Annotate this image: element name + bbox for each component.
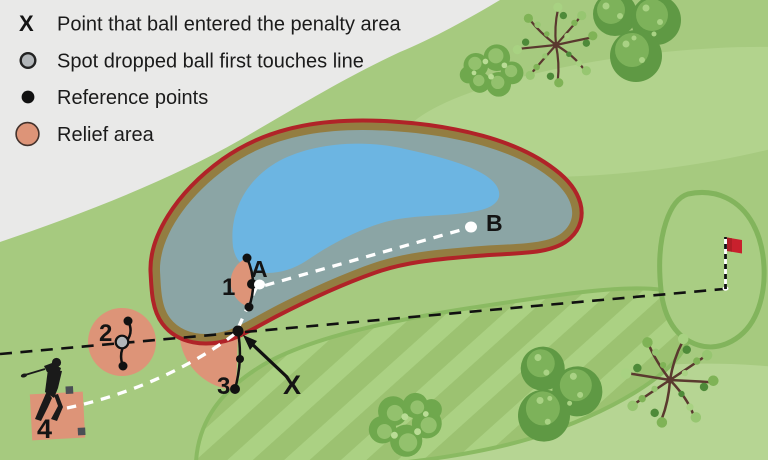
flagstick	[722, 237, 742, 291]
entry-point-x-dot	[232, 325, 244, 337]
tee-marker-icon	[65, 386, 74, 395]
tee-marker-icon	[77, 427, 86, 436]
penalty-area-pond	[160, 130, 572, 334]
ball-at-a-icon	[254, 279, 265, 290]
light-grass-band-top	[401, 46, 768, 178]
relief-area-3-shape	[180, 331, 238, 390]
relief-area-icon	[15, 121, 40, 147]
putting-green	[657, 190, 767, 350]
legend-label-reference-points: Reference points	[57, 87, 208, 109]
pond-deep-water	[232, 143, 500, 273]
reference-point-icon	[242, 253, 252, 263]
reference-point-icon	[236, 355, 244, 363]
x-pointer-arrow	[243, 335, 289, 379]
label-relief-1: 1	[222, 274, 235, 301]
golfer-figure	[20, 357, 63, 421]
label-relief-2: 2	[99, 320, 112, 347]
golf-club-head	[20, 373, 28, 378]
reference-point-icon	[123, 316, 133, 326]
label-relief-3: 3	[217, 373, 230, 400]
drop-spot-icon	[19, 52, 37, 70]
reference-points	[118, 253, 257, 394]
golf-club-shaft	[24, 368, 46, 376]
reference-point-icon	[244, 302, 254, 312]
label-point-x: X	[283, 370, 301, 400]
ball-at-b-icon	[465, 221, 477, 233]
map-labels: A B X 1 2 3 4	[37, 210, 503, 444]
golfer-leg	[51, 394, 63, 421]
reference-point-icon	[21, 90, 35, 104]
legend-label-entry-point: Point that ball entered the penalty area	[57, 14, 401, 36]
relief-area-1-shape	[230, 258, 254, 307]
ball-flight-path-dashed	[66, 226, 469, 410]
dropped-ball-spot-icon	[114, 334, 130, 350]
reference-point-icon	[118, 361, 128, 371]
label-relief-4: 4	[37, 414, 52, 444]
legend-label-relief-area: Relief area	[57, 124, 155, 146]
flag-shade	[727, 237, 732, 252]
out-of-play-area	[0, 0, 500, 242]
reference-line-dashed	[0, 287, 725, 356]
legend: X Point that ball entered the penalty ar…	[15, 11, 401, 147]
legend-label-drop-spot: Spot dropped ball first touches line	[57, 51, 364, 73]
label-point-a: A	[251, 256, 268, 282]
golfer-torso	[45, 369, 62, 398]
golfer-leg	[35, 391, 52, 421]
reference-point-icon	[230, 384, 240, 394]
label-point-b: B	[486, 210, 503, 236]
x-marker-icon: X	[19, 11, 34, 36]
